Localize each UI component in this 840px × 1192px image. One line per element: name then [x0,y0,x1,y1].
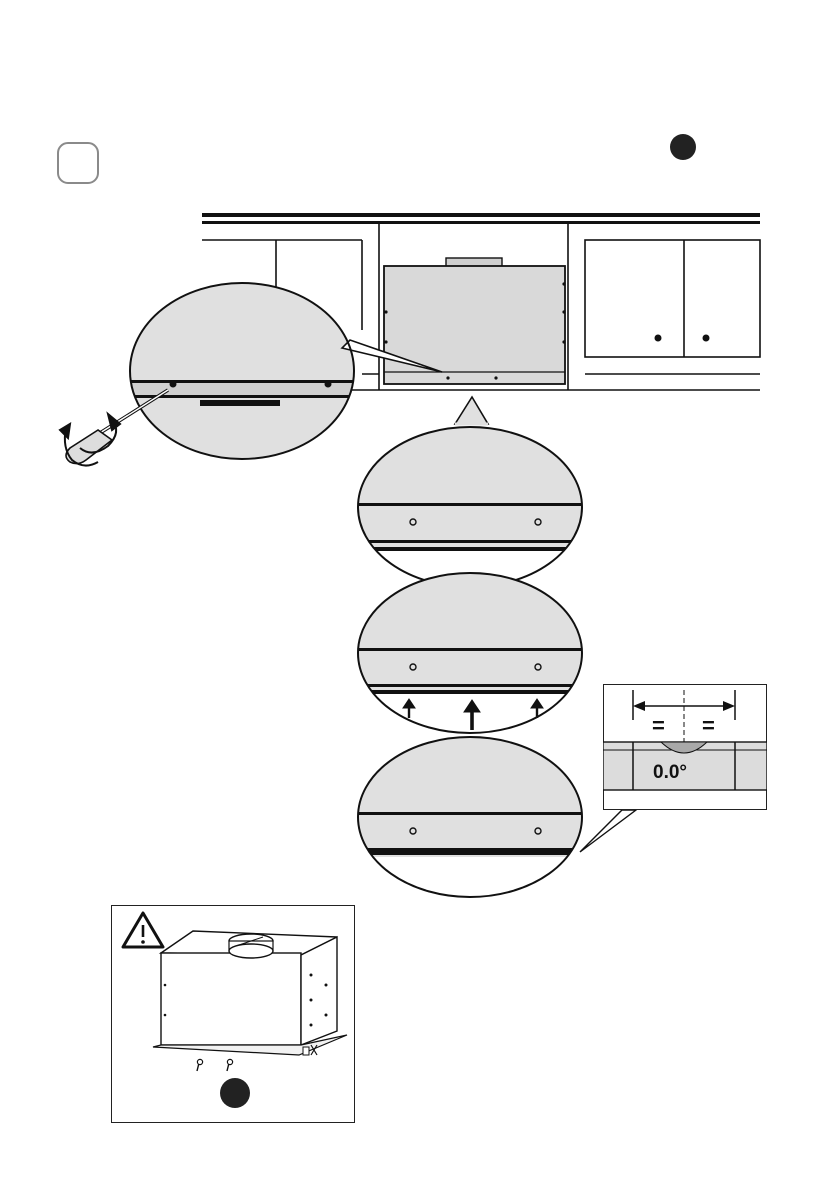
hood-flush-with-cabinet [350,737,590,902]
warning-triangle-icon [123,913,163,947]
hood-unit-warning [111,905,355,1123]
level-reading: 0.0° [653,762,687,784]
level-right-equal: = [702,713,715,739]
reference-dot-icon [220,1078,250,1108]
spirit-level-check: = = 0.0° [603,684,767,810]
level-callout-pointer [580,810,636,852]
raising-hood [350,573,590,739]
gap-before-adjustment [350,424,590,591]
level-left-equal: = [652,713,665,739]
level-drawing [603,684,767,810]
hood-unit-drawing [111,905,355,1123]
detail-pointer [455,397,488,424]
